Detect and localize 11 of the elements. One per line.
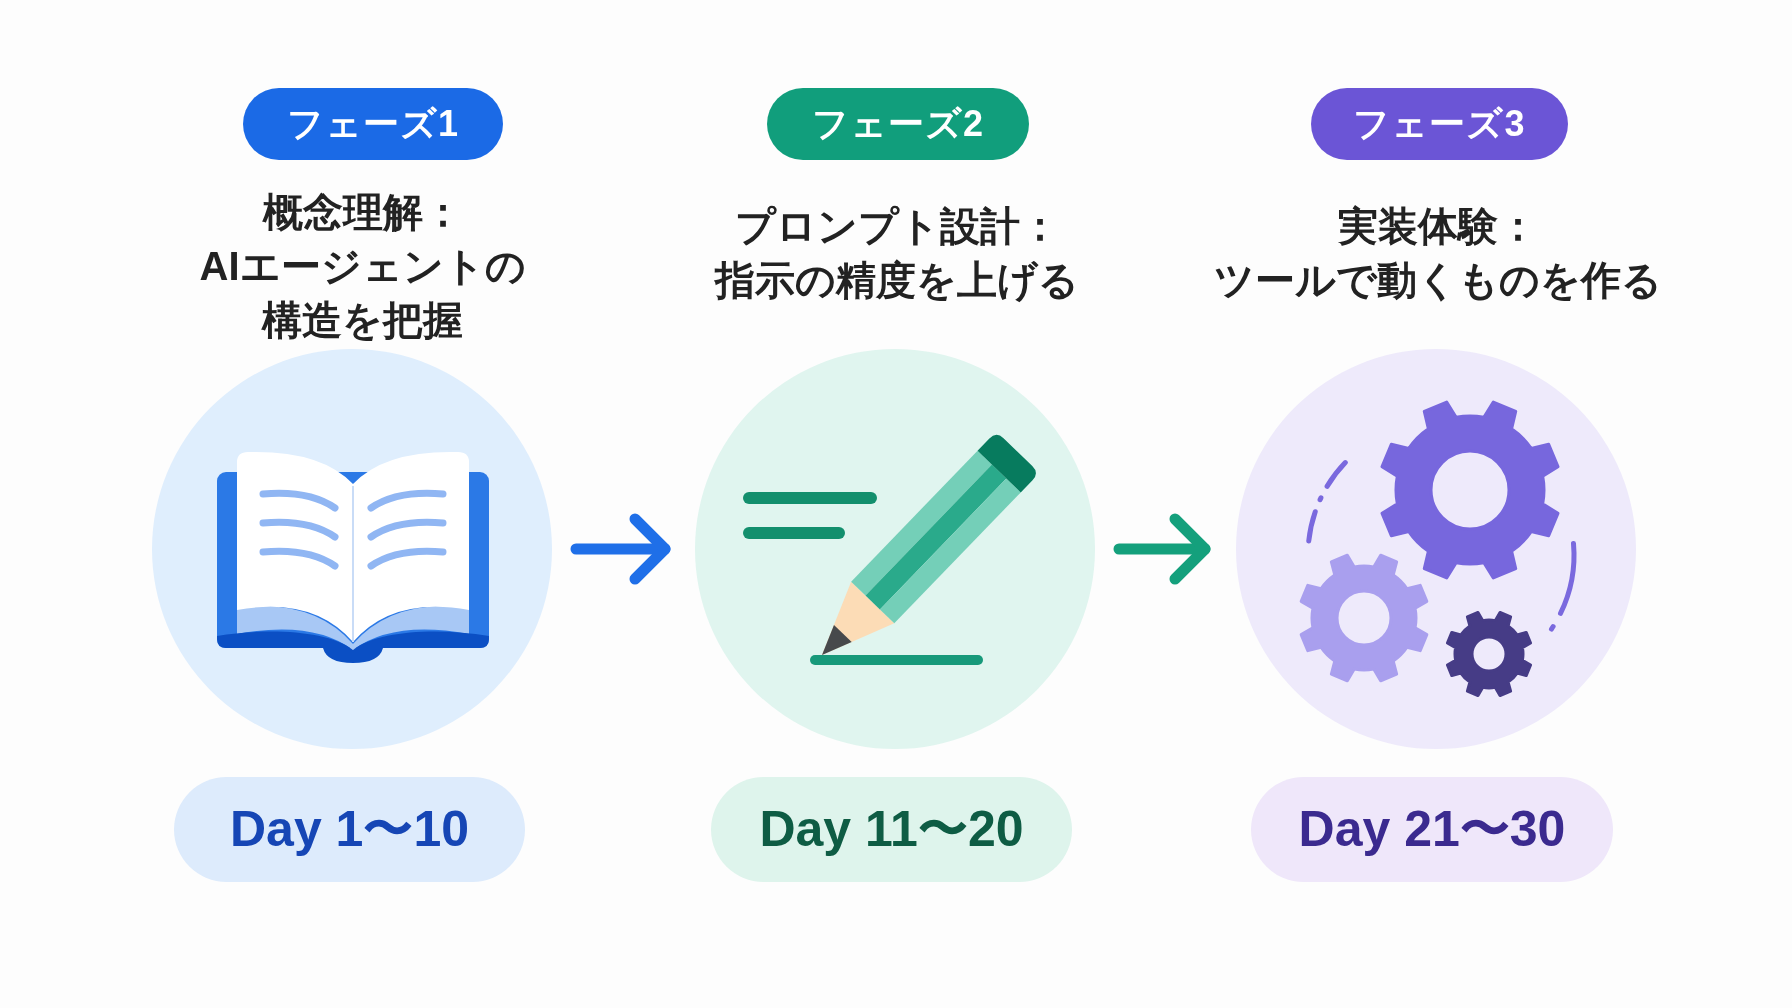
day-range-pill: Day 21〜30 bbox=[1251, 777, 1613, 882]
phase-title: 概念理解：AIエージェントの構造を把握 bbox=[198, 189, 527, 344]
day-range-pill: Day 1〜10 bbox=[174, 777, 525, 882]
phase-pill: フェーズ3 bbox=[1311, 88, 1568, 160]
phase-pill: フェーズ2 bbox=[767, 88, 1029, 160]
phase-pill: フェーズ1 bbox=[243, 88, 503, 160]
arrow bbox=[1113, 513, 1211, 585]
phase-title: 実装体験：ツールで動くものを作る bbox=[1213, 203, 1663, 304]
day-range-pill: Day 11〜20 bbox=[711, 777, 1072, 882]
phase-title: プロンプト設計：指示の精度を上げる bbox=[713, 203, 1080, 304]
arrow bbox=[570, 513, 671, 585]
